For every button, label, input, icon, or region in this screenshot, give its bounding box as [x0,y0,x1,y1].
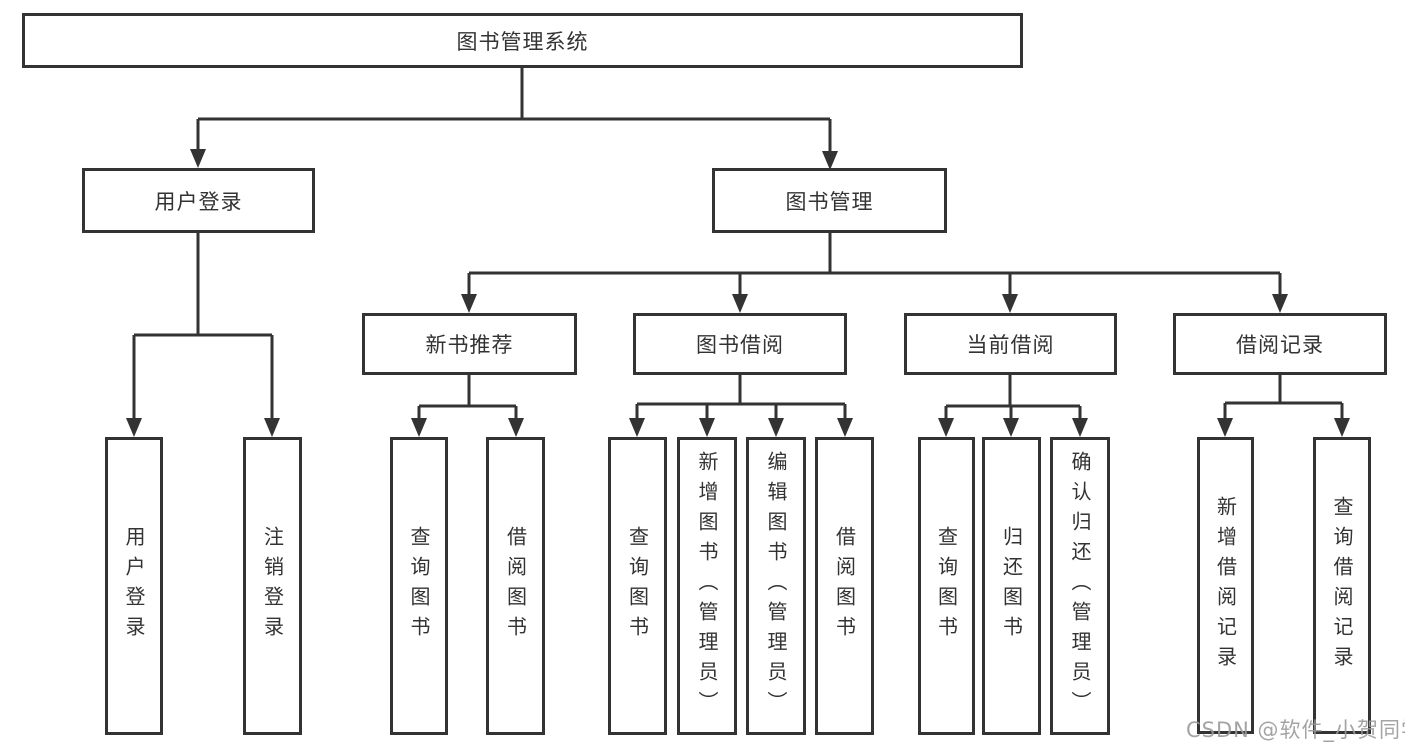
csdn-watermark: CSDN @软件_小贺同学 [1186,718,1405,742]
node-user-login-label: 用户登录 [154,189,243,214]
node-book-borrowing: 图书借阅 [633,313,847,375]
node-leaf-return-book-label: 归还图书 [999,526,1024,646]
node-leaf-edit-book-admin: 编辑图书（管理员） [746,437,806,735]
node-leaf-query-borrow-record-label: 查询借阅记录 [1330,495,1354,676]
node-leaf-query-books-recommend: 查询图书 [390,437,448,735]
node-leaf-borrow-books-recommend-label: 借阅图书 [503,526,528,646]
node-leaf-add-book-admin-label: 新增图书（管理员） [695,451,719,721]
node-new-book-recommend: 新书推荐 [362,313,577,375]
node-current-borrowing: 当前借阅 [904,313,1117,375]
node-new-book-recommend-label: 新书推荐 [425,333,514,357]
node-leaf-borrow-books-recommend: 借阅图书 [486,437,545,735]
node-leaf-logout-label: 注销登录 [260,526,285,646]
node-leaf-user-login-label: 用户登录 [122,526,146,646]
node-leaf-confirm-return-admin-label: 确认归还（管理员） [1068,451,1092,721]
node-leaf-borrow-books-borrowing: 借阅图书 [815,437,874,735]
node-leaf-query-books-current: 查询图书 [918,437,975,735]
node-book-borrowing-label: 图书借阅 [696,333,784,357]
node-book-management-label: 图书管理 [785,189,874,214]
node-leaf-add-borrow-record-label: 新增借阅记录 [1213,495,1238,676]
node-leaf-query-books-borrowing-label: 查询图书 [625,526,650,646]
node-leaf-query-books-current-label: 查询图书 [934,526,959,646]
node-library-system-label: 图书管理系统 [456,29,589,54]
node-leaf-confirm-return-admin: 确认归还（管理员） [1050,437,1110,735]
node-library-system: 图书管理系统 [22,13,1023,68]
node-leaf-query-borrow-record: 查询借阅记录 [1313,437,1371,734]
node-leaf-return-book: 归还图书 [982,437,1041,735]
node-user-login: 用户登录 [82,168,315,233]
node-leaf-query-books-borrowing: 查询图书 [608,437,667,735]
node-leaf-edit-book-admin-label: 编辑图书（管理员） [764,451,788,721]
node-leaf-logout: 注销登录 [243,437,302,735]
node-book-management: 图书管理 [712,168,947,233]
node-leaf-add-borrow-record: 新增借阅记录 [1197,437,1254,734]
node-leaf-user-login: 用户登录 [105,437,163,735]
node-borrowing-records-label: 借阅记录 [1236,333,1324,357]
node-borrowing-records: 借阅记录 [1173,313,1387,375]
node-current-borrowing-label: 当前借阅 [966,333,1055,357]
node-leaf-add-book-admin: 新增图书（管理员） [677,437,737,735]
node-leaf-borrow-books-borrowing-label: 借阅图书 [832,526,857,646]
node-leaf-query-books-recommend-label: 查询图书 [407,526,431,646]
